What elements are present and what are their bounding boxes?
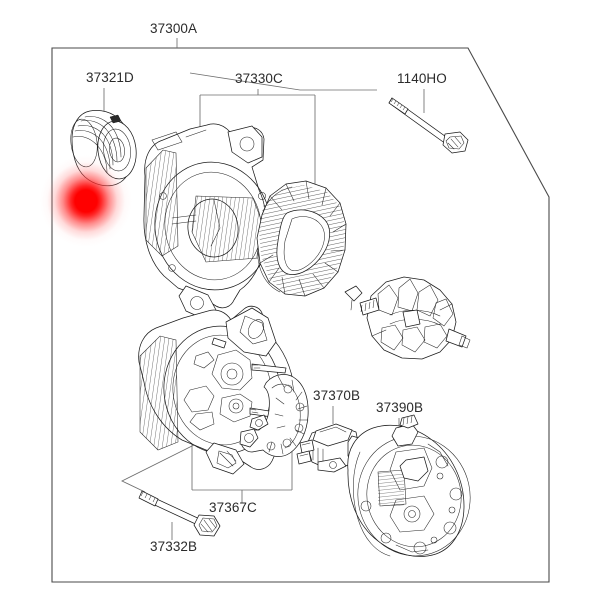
part-rear-cover xyxy=(347,414,471,557)
part-pulley xyxy=(70,110,137,187)
label-group: 37300A 37321D 37330C 1140HO 37370B 37390… xyxy=(86,21,447,554)
label-37332B: 37332B xyxy=(150,539,197,554)
part-through-bolt-short xyxy=(388,97,469,154)
label-37300A: 37300A xyxy=(150,21,197,36)
diagram-border xyxy=(51,47,550,583)
label-37321D: 37321D xyxy=(86,70,134,85)
label-37330C: 37330C xyxy=(235,71,283,86)
label-37367C: 37367C xyxy=(209,500,257,515)
part-long-through-bolt xyxy=(138,490,221,537)
part-front-bracket xyxy=(143,123,272,321)
label-37370B: 37370B xyxy=(313,388,360,403)
part-rotor-claw-pole xyxy=(359,276,471,360)
part-stator-coil xyxy=(256,180,363,311)
label-37390B: 37390B xyxy=(376,400,423,415)
label-1140HO: 1140HO xyxy=(397,71,447,86)
part-rectifier-bridge xyxy=(239,374,309,457)
